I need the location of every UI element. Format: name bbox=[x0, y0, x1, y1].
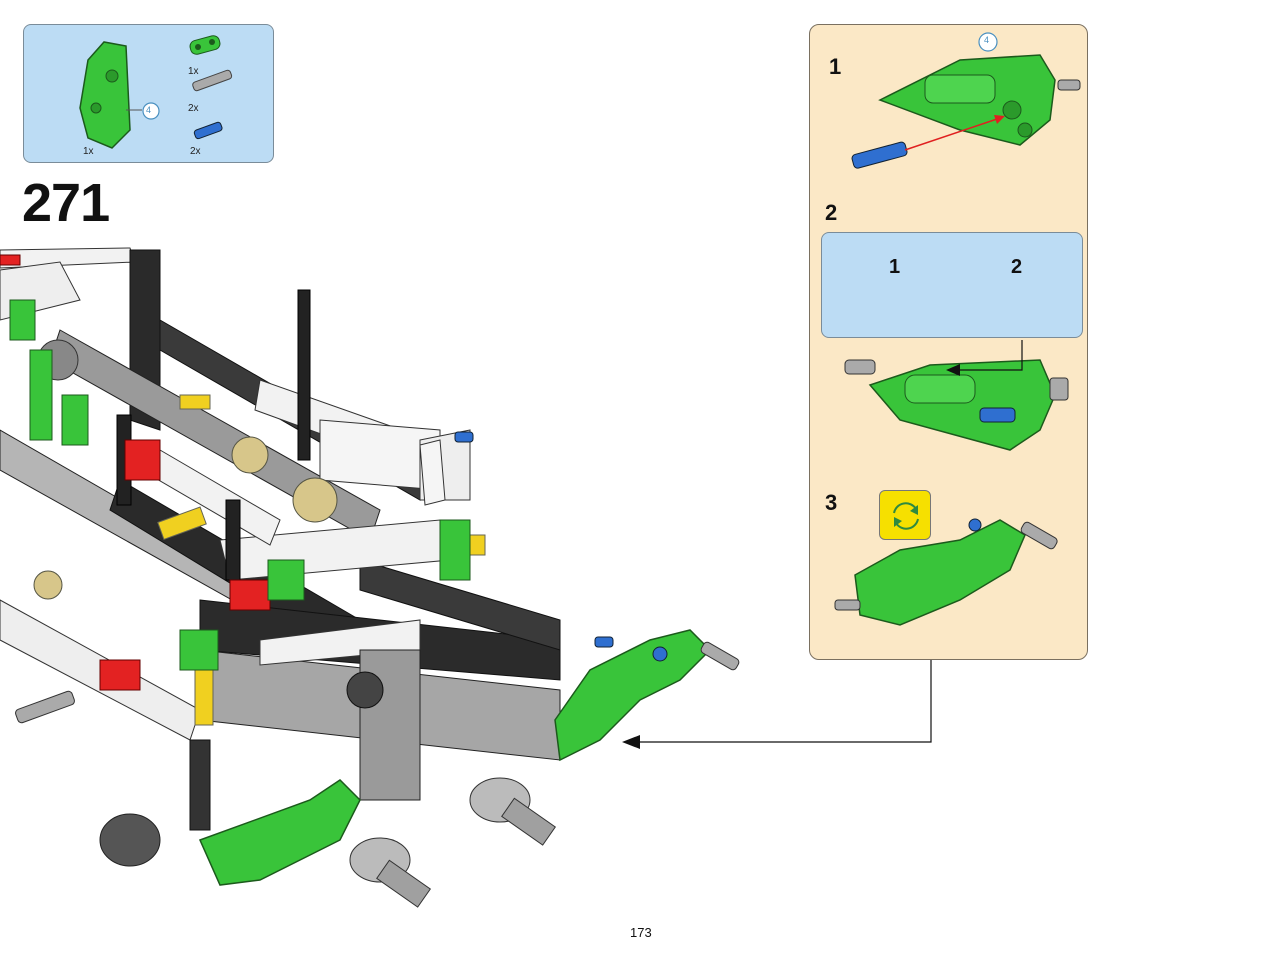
sub-step-label: 1 bbox=[829, 54, 842, 79]
callout-circle-icon bbox=[978, 32, 998, 52]
callout-number: 4 bbox=[146, 105, 152, 115]
quantity-label: 2x bbox=[188, 103, 199, 114]
rotate-icon bbox=[879, 490, 931, 540]
chassis-frame-illustration bbox=[0, 247, 740, 908]
inner-step-label: 1 bbox=[889, 256, 901, 278]
connector-line bbox=[625, 660, 932, 743]
inner-step-box bbox=[821, 232, 1083, 338]
callout-circle-icon bbox=[142, 102, 160, 120]
sub-step-label: 2 bbox=[825, 200, 838, 225]
callout-number: 4 bbox=[984, 35, 990, 45]
sub-step-3-illustration bbox=[834, 518, 1058, 626]
quantity-label: 1x bbox=[188, 66, 199, 77]
inner-step-label: 2 bbox=[1011, 256, 1023, 278]
step-number: 271 bbox=[22, 173, 110, 233]
arrow-head-icon bbox=[622, 735, 640, 749]
sub-step-1-illustration bbox=[851, 54, 1081, 169]
parts-list-box bbox=[23, 24, 274, 163]
green-panel-part-icon bbox=[79, 41, 142, 149]
quantity-label: 1x bbox=[83, 146, 94, 157]
page-number: 173 bbox=[630, 925, 652, 940]
sub-step-label: 3 bbox=[825, 490, 838, 515]
grey-pin-part-icon bbox=[192, 69, 233, 92]
blue-pin-part-icon bbox=[193, 121, 223, 140]
quantity-label: 2x bbox=[190, 146, 201, 157]
sub-step-2-illustration bbox=[844, 340, 1069, 451]
green-connector-part-icon bbox=[189, 35, 221, 55]
